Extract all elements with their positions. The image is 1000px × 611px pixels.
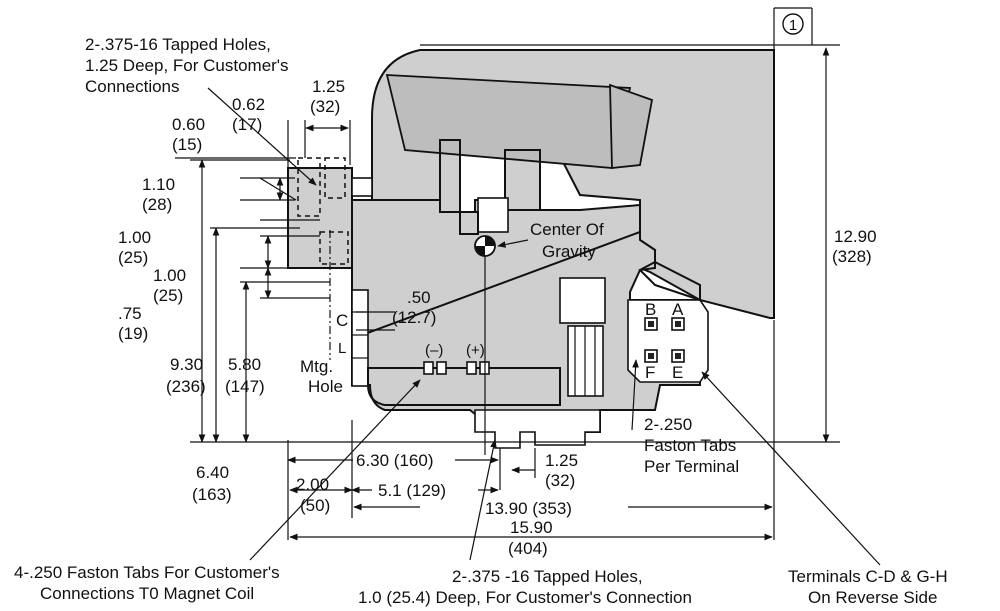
bottom-holes-callout-line1: 2-.375 -16 Tapped Holes, <box>452 567 643 586</box>
mounting-flange <box>351 289 369 387</box>
coil-tabs-callout-line2: Connections T0 Magnet Coil <box>40 584 254 603</box>
dim-075-value: .75 <box>118 304 142 323</box>
left-clamp <box>351 177 373 197</box>
device-body <box>287 49 775 449</box>
bottom-tray <box>367 367 561 406</box>
cog-label-line2: Gravity <box>542 242 596 261</box>
note-number: 1 <box>789 17 797 34</box>
dim-125-bot-metric: (32) <box>545 471 575 490</box>
dim-100b-metric: (25) <box>153 286 183 305</box>
inner-step <box>459 211 479 235</box>
cog-label-line1: Center Of <box>530 220 604 239</box>
dim-200-value: 2.00 <box>296 475 329 494</box>
dim-930-value: 9.30 <box>170 355 203 374</box>
terminal-letter-f: F <box>645 363 655 382</box>
inner-panel-right <box>609 83 654 169</box>
dim-51: 5.1 (129) <box>378 481 446 500</box>
base-foot <box>474 409 601 449</box>
polarity-positive: (+) <box>466 342 485 359</box>
dim-580-value: 5.80 <box>228 355 261 374</box>
dim-075-metric: (19) <box>118 324 148 343</box>
polarity-negative: (–) <box>425 342 443 359</box>
inner-post-left <box>439 139 461 213</box>
dim-630: 6.30 (160) <box>356 451 434 470</box>
dim-1390: 13.90 (353) <box>485 499 572 518</box>
inner-window <box>477 197 509 233</box>
dim-1590-metric: (404) <box>508 539 548 558</box>
dim-100a-metric: (25) <box>118 248 148 267</box>
top-holes-callout-line2: 1.25 Deep, For Customer's <box>85 56 289 75</box>
dim-060-value: 0.60 <box>172 115 205 134</box>
top-holes-callout-line3: Connections <box>85 77 180 96</box>
dim-062-metric: (17) <box>232 115 262 134</box>
dim-062-value: 0.62 <box>232 95 265 114</box>
dim-580-metric: (147) <box>225 377 265 396</box>
terminal-block <box>627 260 709 383</box>
dim-640-metric: (163) <box>192 485 232 504</box>
dim-125-top-value: 1.25 <box>312 77 345 96</box>
coil-tabs-callout-line1: 4-.250 Faston Tabs For Customer's <box>14 563 280 582</box>
note-marker: 1 <box>782 13 804 35</box>
dim-1590-value: 15.90 <box>510 518 553 537</box>
dim-1290-value: 12.90 <box>834 227 877 246</box>
center-of-gravity-symbol <box>474 235 496 455</box>
dim-110-metric: (28) <box>142 195 172 214</box>
dim-930-metric: (236) <box>166 377 206 396</box>
mtg-hole-label-line1: Mtg. <box>300 357 333 376</box>
dim-125-top-metric: (32) <box>310 97 340 116</box>
inner-post-right <box>504 149 541 211</box>
dim-640-value: 6.40 <box>196 463 229 482</box>
terminals-callout-line2: On Reverse Side <box>808 588 937 607</box>
top-holes-callout-line1: 2-.375-16 Tapped Holes, <box>85 35 271 54</box>
dim-125-bot-value: 1.25 <box>545 451 578 470</box>
faston-callout-line2: Faston Tabs <box>644 436 736 455</box>
centerline-symbol: C <box>336 311 348 330</box>
faston-callout-line3: Per Terminal <box>644 457 739 476</box>
mtg-hole-label-line2: Hole <box>308 377 343 396</box>
faston-callout-line1: 2-.250 <box>644 415 692 434</box>
dim-200-metric: (50) <box>300 496 330 515</box>
dim-1290-metric: (328) <box>832 247 872 266</box>
dim-100b-value: 1.00 <box>153 266 186 285</box>
dim-050-value: .50 <box>407 288 431 307</box>
terminal-letter-b: B <box>645 300 656 319</box>
diagonal-edge <box>361 231 641 336</box>
terminal-letter-a: A <box>672 300 684 319</box>
terminal-letter-e: E <box>672 363 683 382</box>
terminals-callout-line1: Terminals C-D & G-H <box>788 567 948 586</box>
dimension-lines <box>175 7 881 566</box>
bottom-holes-callout-line2: 1.0 (25.4) Deep, For Customer's Connecti… <box>358 588 692 607</box>
top-tapped-holes <box>297 157 349 265</box>
dim-110-value: 1.10 <box>142 175 175 194</box>
dim-100a-value: 1.00 <box>118 228 151 247</box>
centerline-subscript: L <box>338 340 346 357</box>
mechanism-box-upper <box>559 277 606 324</box>
dim-050-metric: (12.7) <box>392 308 436 327</box>
dim-060-metric: (15) <box>172 135 202 154</box>
